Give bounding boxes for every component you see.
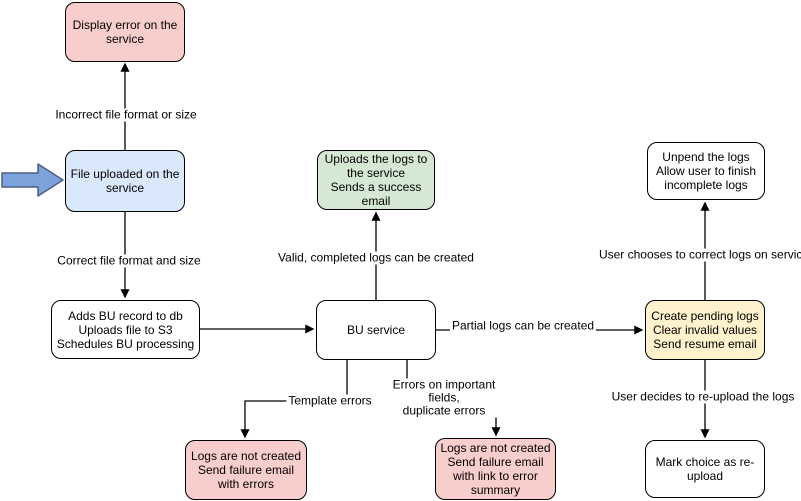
node-adds-bu-record: Adds BU record to db Uploads file to S3 … [51,300,200,359]
edge-label-valid-completed: Valid, completed logs can be created [276,250,476,265]
edge-label-partial-logs: Partial logs can be created [449,318,597,333]
node-logs-not-created-summary-text: Logs are not created Send failure email … [440,441,551,497]
edge-label-incorrect-format: Incorrect file format or size [53,107,199,122]
node-create-pending: Create pending logs Clear invalid values… [645,300,765,360]
node-file-uploaded-text: File uploaded on the service [70,167,180,195]
node-bu-service: BU service [316,300,436,360]
node-create-pending-text: Create pending logs Clear invalid values… [651,309,759,351]
node-uploads-logs-text: Uploads the logs to the service Sends a … [324,152,428,208]
node-logs-not-created-errors: Logs are not created Send failure email … [185,440,307,500]
node-display-error-text: Display error on the service [72,18,178,46]
edge-label-template-errors: Template errors [286,393,374,408]
node-file-uploaded: File uploaded on the service [65,150,185,212]
node-logs-not-created-summary: Logs are not created Send failure email … [435,438,556,500]
node-display-error: Display error on the service [65,2,185,62]
node-uploads-logs: Uploads the logs to the service Sends a … [317,150,435,210]
edge-label-correct-format: Correct file format and size [55,253,203,268]
node-logs-not-created-errors-text: Logs are not created Send failure email … [190,449,302,491]
node-mark-choice: Mark choice as re- upload [645,440,765,498]
node-unpend-logs: Unpend the logs Allow user to finish inc… [647,142,765,200]
edge-label-errors-important: Errors on important fields, duplicate er… [384,378,504,418]
node-unpend-logs-text: Unpend the logs Allow user to finish inc… [655,150,757,192]
input-pointer-arrow-icon [1,163,64,197]
node-adds-bu-record-text: Adds BU record to db Uploads file to S3 … [56,308,195,351]
edge-label-user-decides: User decides to re-upload the logs [609,389,797,404]
edge-label-user-chooses: User chooses to correct logs on service [596,248,801,262]
node-mark-choice-text: Mark choice as re- upload [655,455,755,483]
node-bu-service-text: BU service [346,323,405,337]
